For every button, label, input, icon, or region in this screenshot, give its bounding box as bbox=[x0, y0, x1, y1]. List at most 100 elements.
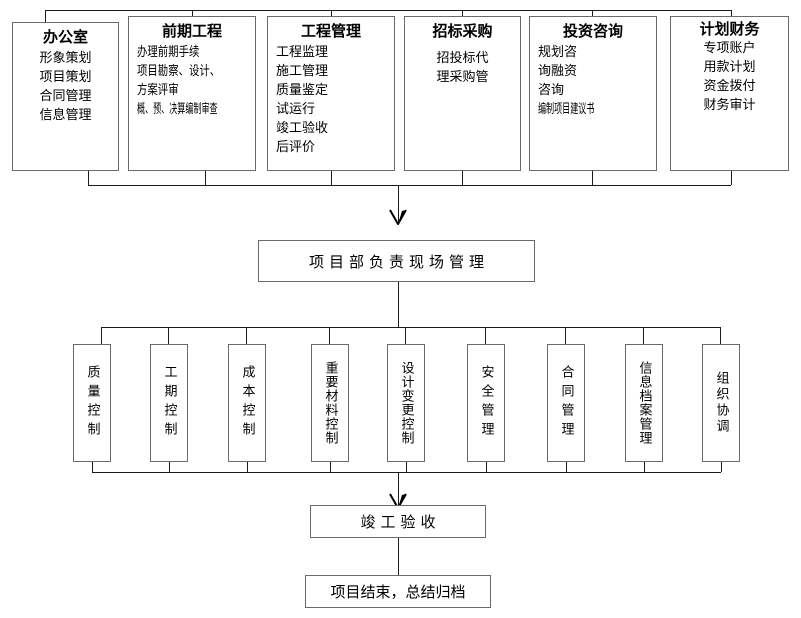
control-exit-stub-material bbox=[330, 462, 331, 472]
control-label: 重要材料控制 bbox=[322, 361, 338, 445]
control-exit-stub-organization bbox=[721, 462, 722, 472]
department-title: 前期工程 bbox=[161, 22, 222, 40]
site-management-label: 项目部负责现场管理 bbox=[308, 252, 489, 271]
department-item: 资金拨付 bbox=[703, 79, 756, 94]
control-label: 合同管理 bbox=[558, 365, 574, 441]
department-item: 招投标代 bbox=[436, 51, 489, 66]
department-item: 理采购管 bbox=[436, 70, 489, 85]
control-box-quality-control[interactable]: 质量控制 bbox=[73, 344, 111, 462]
control-box-records-management[interactable]: 信息档案管理 bbox=[625, 344, 663, 462]
control-distribution-bus bbox=[101, 327, 720, 328]
control-label: 组织协调 bbox=[713, 371, 729, 435]
arrowhead-icon bbox=[389, 209, 407, 225]
department-title: 计划财务 bbox=[699, 20, 760, 38]
top-stub-office bbox=[45, 10, 46, 22]
project-closeout-box[interactable]: 项目结束，总结归档 bbox=[305, 575, 491, 608]
control-label: 工期控制 bbox=[161, 365, 177, 441]
department-item: 试运行 bbox=[276, 102, 316, 117]
department-item: 项目勘察、设计、 bbox=[137, 64, 221, 79]
control-stub-records bbox=[643, 327, 644, 344]
control-stub-organization bbox=[720, 327, 721, 344]
control-stub-contract bbox=[565, 327, 566, 344]
control-stub-material bbox=[329, 327, 330, 344]
control-exit-stub-records bbox=[644, 462, 645, 472]
control-stub-cost bbox=[246, 327, 247, 344]
department-item: 方案评审 bbox=[137, 83, 179, 98]
department-item: 编制项目建议书 bbox=[538, 102, 595, 117]
connector-to-completion bbox=[398, 472, 399, 505]
department-box-office[interactable]: 办公室 形象策划 项目策划 合同管理 信息管理 bbox=[12, 22, 119, 171]
control-stub-schedule bbox=[168, 327, 169, 344]
project-closeout-label: 项目结束，总结归档 bbox=[330, 583, 466, 601]
department-item: 合同管理 bbox=[39, 89, 92, 104]
connector-to-closeout bbox=[398, 538, 399, 575]
control-collector-bus bbox=[92, 472, 721, 473]
department-item-list: 规划咨 询融资 咨询 编制项目建议书 bbox=[530, 43, 656, 119]
control-exit-stub-safety bbox=[486, 462, 487, 472]
department-item-list: 工程监理 施工管理 质量鉴定 试运行 竣工验收 后评价 bbox=[268, 43, 394, 157]
control-stub-design-change bbox=[405, 327, 406, 344]
department-title: 投资咨询 bbox=[562, 22, 623, 40]
department-title: 工程管理 bbox=[300, 22, 361, 40]
bottom-stub-finance bbox=[731, 171, 732, 185]
control-exit-stub-quality bbox=[92, 462, 93, 472]
control-box-design-change-control[interactable]: 设计变更控制 bbox=[387, 344, 425, 462]
completion-acceptance-box[interactable]: 竣工验收 bbox=[310, 505, 486, 538]
department-item: 后评价 bbox=[276, 140, 316, 155]
department-item: 咨询 bbox=[538, 83, 565, 98]
department-title: 办公室 bbox=[42, 28, 88, 46]
department-item-list: 形象策划 项目策划 合同管理 信息管理 bbox=[13, 49, 118, 125]
department-item: 项目策划 bbox=[39, 70, 92, 85]
control-box-schedule-control[interactable]: 工期控制 bbox=[150, 344, 188, 462]
department-item-list: 办理前期手续 项目勘察、设计、 方案评审 概、预、决算编制审查 bbox=[129, 43, 255, 119]
control-label: 安全管理 bbox=[478, 365, 494, 441]
bottom-stub-engineering bbox=[331, 171, 332, 185]
bottom-stub-investment bbox=[592, 171, 593, 185]
department-item: 工程监理 bbox=[276, 45, 329, 60]
completion-acceptance-label: 竣工验收 bbox=[360, 513, 441, 531]
department-item: 形象策划 bbox=[39, 51, 92, 66]
control-exit-stub-cost bbox=[247, 462, 248, 472]
control-label: 成本控制 bbox=[239, 365, 255, 441]
control-label: 质量控制 bbox=[84, 365, 100, 441]
control-box-cost-control[interactable]: 成本控制 bbox=[228, 344, 266, 462]
department-item: 专项账户 bbox=[703, 41, 756, 56]
connector-site-to-controls bbox=[398, 282, 399, 327]
department-item: 办理前期手续 bbox=[137, 45, 200, 60]
department-item: 询融资 bbox=[538, 64, 578, 79]
control-box-key-material-control[interactable]: 重要材料控制 bbox=[311, 344, 349, 462]
control-exit-stub-contract bbox=[566, 462, 567, 472]
department-item: 信息管理 bbox=[39, 108, 92, 123]
site-management-box[interactable]: 项目部负责现场管理 bbox=[258, 240, 535, 282]
control-box-contract-management[interactable]: 合同管理 bbox=[547, 344, 585, 462]
control-stub-safety bbox=[485, 327, 486, 344]
department-box-preliminary-works[interactable]: 前期工程 办理前期手续 项目勘察、设计、 方案评审 概、预、决算编制审查 bbox=[128, 16, 256, 171]
bottom-stub-office bbox=[88, 171, 89, 185]
control-label: 信息档案管理 bbox=[636, 361, 652, 445]
bottom-stub-bidding bbox=[462, 171, 463, 185]
department-item-list: 招投标代 理采购管 bbox=[405, 49, 520, 87]
control-exit-stub-schedule bbox=[169, 462, 170, 472]
department-collector-bus bbox=[88, 185, 731, 186]
department-box-investment-consulting[interactable]: 投资咨询 规划咨 询融资 咨询 编制项目建议书 bbox=[529, 16, 657, 171]
department-item: 竣工验收 bbox=[276, 121, 329, 136]
department-box-bidding-procurement[interactable]: 招标采购 招投标代 理采购管 bbox=[404, 16, 521, 171]
control-box-safety-management[interactable]: 安全管理 bbox=[467, 344, 505, 462]
department-item: 规划咨 bbox=[538, 45, 578, 60]
department-box-planning-finance[interactable]: 计划财务 专项账户 用款计划 资金拨付 财务审计 bbox=[670, 16, 789, 171]
bottom-stub-preliminary bbox=[205, 171, 206, 185]
control-box-organization-coord[interactable]: 组织协调 bbox=[702, 344, 740, 462]
department-item: 质量鉴定 bbox=[276, 83, 329, 98]
control-label: 设计变更控制 bbox=[398, 361, 414, 445]
department-title: 招标采购 bbox=[432, 22, 493, 40]
top-distribution-bus bbox=[45, 10, 731, 11]
control-stub-quality bbox=[101, 327, 102, 344]
department-item: 财务审计 bbox=[703, 98, 756, 113]
department-item-list: 专项账户 用款计划 资金拨付 财务审计 bbox=[671, 39, 788, 115]
department-item: 概、预、决算编制审查 bbox=[137, 102, 218, 117]
connector-to-site-management bbox=[398, 185, 399, 221]
department-item: 施工管理 bbox=[276, 64, 329, 79]
department-box-engineering-management[interactable]: 工程管理 工程监理 施工管理 质量鉴定 试运行 竣工验收 后评价 bbox=[267, 16, 395, 171]
department-item: 用款计划 bbox=[703, 60, 756, 75]
